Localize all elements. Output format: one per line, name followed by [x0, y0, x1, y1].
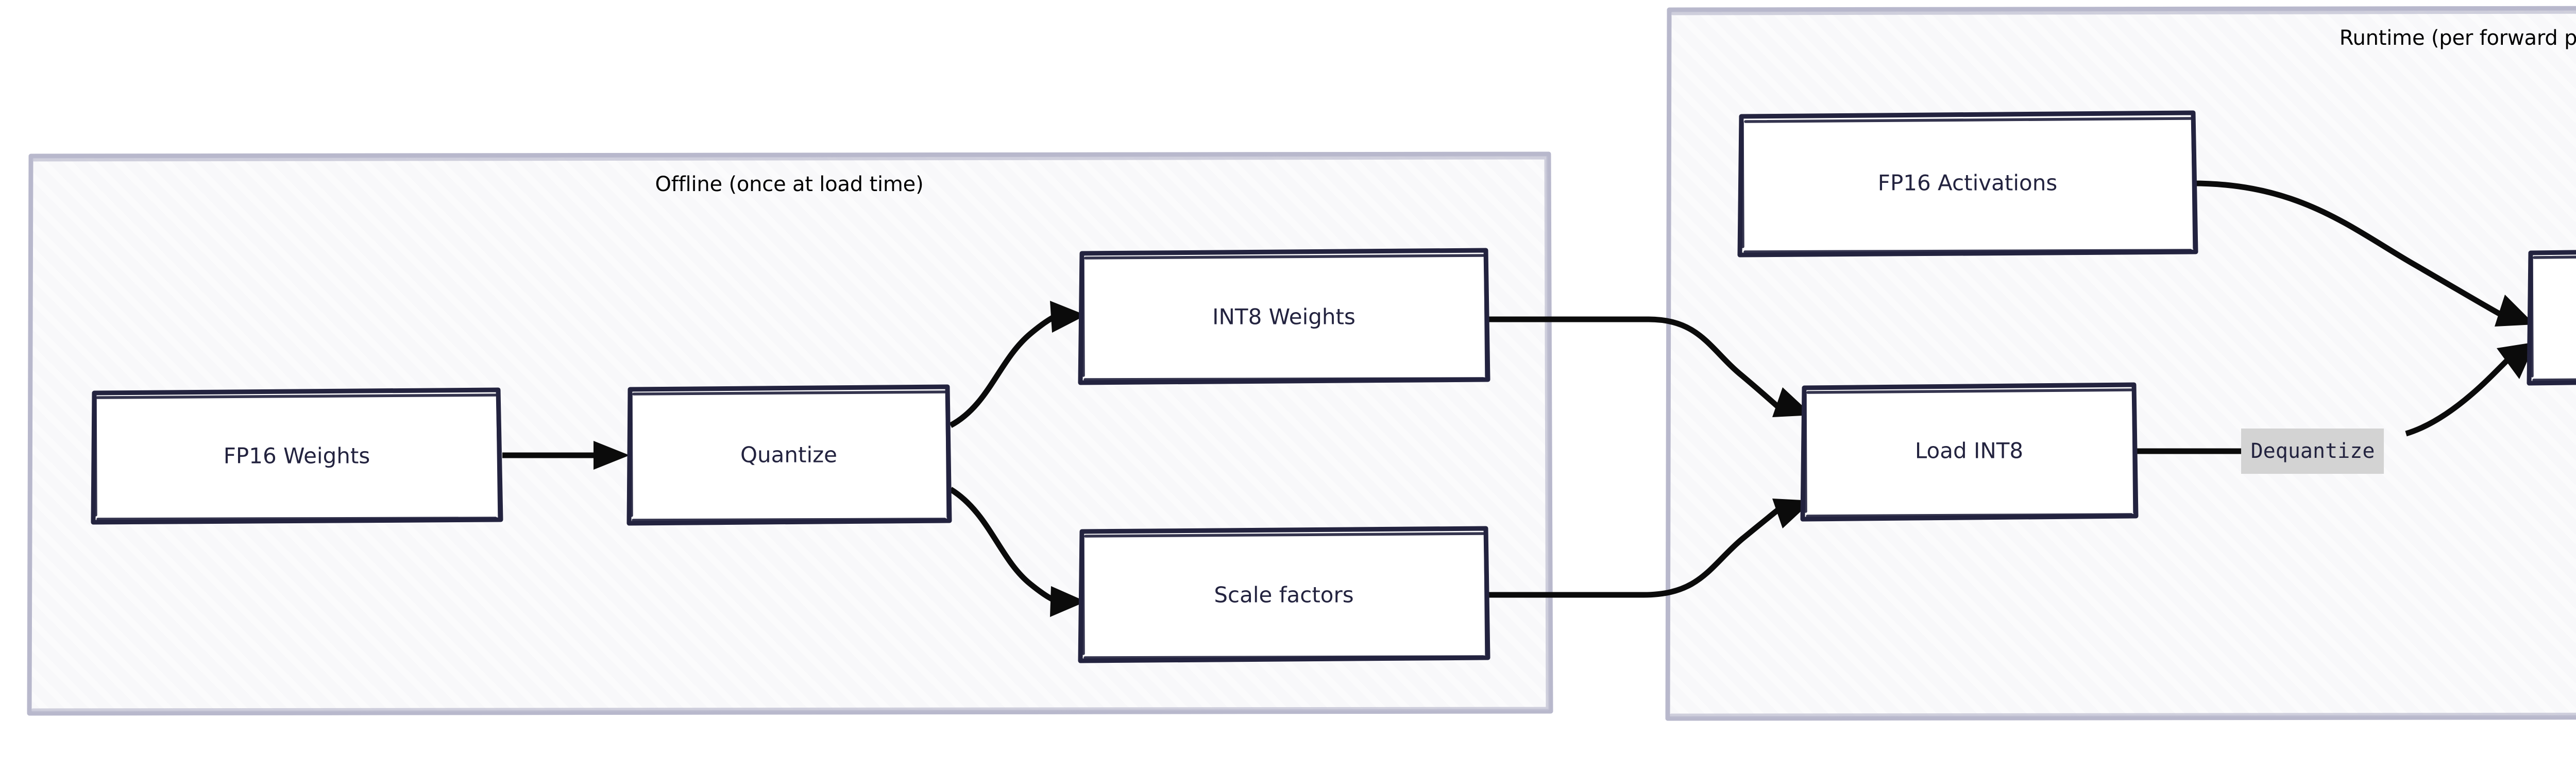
- node-scale-factors[interactable]: Scale factors: [1078, 526, 1490, 663]
- node-fp16-activations-label: FP16 Activations: [1878, 170, 2057, 196]
- node-quantize-label: Quantize: [740, 442, 837, 468]
- edge-load-to-matmul: [2136, 342, 2536, 454]
- edge-label-dequantize-bg: [2241, 429, 2384, 474]
- node-int8-weights-label: INT8 Weights: [1212, 304, 1355, 330]
- edge-label-dequantize-text: Dequantize: [2251, 439, 2375, 463]
- cluster-runtime-label: Runtime (per forward pass): [2340, 26, 2576, 50]
- node-scale-factors-label: Scale factors: [1214, 582, 1353, 608]
- cluster-offline-label: Offline (once at load time): [655, 173, 924, 196]
- node-load-int8[interactable]: Load INT8: [1800, 382, 2139, 522]
- cluster-offline-rect-sketch: [31, 156, 1550, 712]
- edge-quantize-to-scale: [949, 487, 1086, 617]
- node-int8-weights[interactable]: INT8 Weights: [1078, 248, 1490, 385]
- node-quantize[interactable]: Quantize: [626, 384, 952, 526]
- node-fp16-weights-label: FP16 Weights: [224, 443, 370, 469]
- edge-quantize-to-int8w: [949, 301, 1086, 428]
- node-fp16-weights[interactable]: FP16 Weights: [91, 387, 503, 525]
- node-load-int8-label: Load INT8: [1915, 438, 2023, 464]
- node-matmul[interactable]: Matmul: [2527, 249, 2576, 386]
- node-fp16-activations[interactable]: FP16 Activations: [1737, 110, 2198, 258]
- edge-fp16w-to-quantize: [502, 441, 630, 470]
- edges-group: [502, 180, 2536, 617]
- cluster-runtime-rect-sketch: [1669, 10, 2576, 717]
- edge-act-to-matmul: [2192, 180, 2535, 327]
- edge-label-dequantize: Dequantize: [2241, 429, 2384, 474]
